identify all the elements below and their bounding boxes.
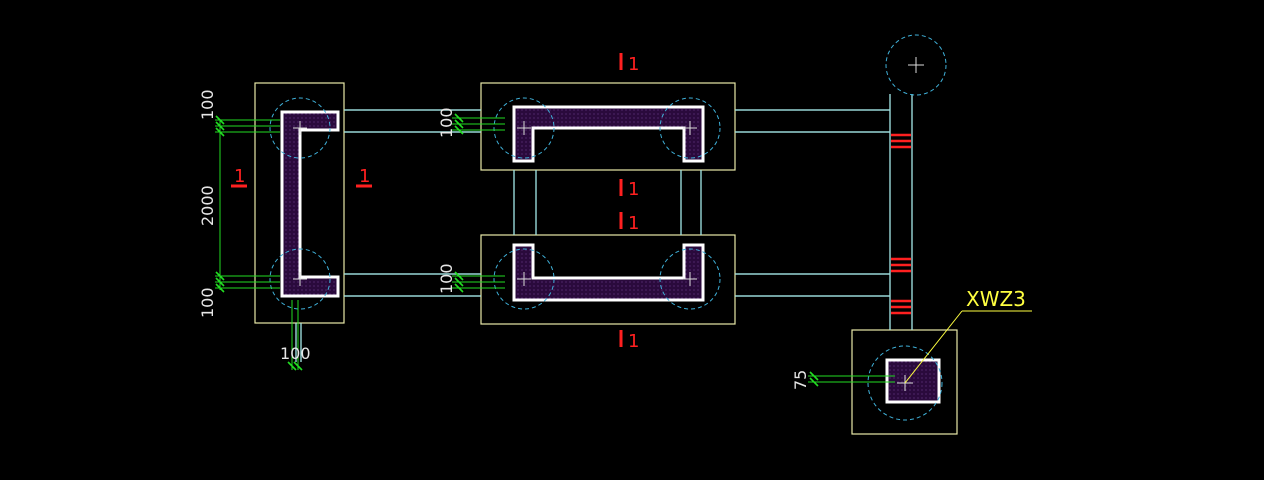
dim-left-top: 100 bbox=[198, 89, 217, 120]
pile-lower-right bbox=[659, 248, 721, 310]
column-tag-leader bbox=[904, 310, 1032, 384]
wall-lower-channel bbox=[512, 243, 705, 302]
dim-mid-top: 100 bbox=[437, 107, 456, 138]
section-mark-left-b: 1 bbox=[359, 166, 370, 187]
dim-column: 75 bbox=[791, 370, 810, 390]
pile-left-bottom bbox=[269, 248, 331, 310]
dim-mid-bottom: 100 bbox=[437, 263, 456, 294]
section-mark-bars bbox=[231, 53, 623, 347]
dim-bottom-width: 100 bbox=[280, 344, 311, 363]
section-mark-left-a: 1 bbox=[234, 166, 245, 187]
pile-upper-right bbox=[659, 97, 721, 159]
dim-left-span: 2000 bbox=[198, 185, 217, 226]
section-mark-lower-top: 1 bbox=[628, 213, 639, 234]
section-mark-upper-top: 1 bbox=[628, 54, 639, 75]
column-xwz3 bbox=[885, 358, 941, 404]
pile-left-top bbox=[269, 97, 331, 159]
column-tag: XWZ3 bbox=[966, 287, 1026, 311]
dimension-lines bbox=[215, 113, 895, 387]
pile-top-right bbox=[885, 34, 947, 96]
pile-lower-left bbox=[493, 248, 555, 310]
section-mark-upper-bottom: 1 bbox=[628, 179, 639, 200]
foundation-outlines bbox=[254, 82, 958, 435]
pile-column bbox=[867, 345, 943, 421]
section-mark-lower-bottom: 1 bbox=[628, 331, 639, 352]
pile-upper-left bbox=[493, 97, 555, 159]
pile-circles bbox=[269, 34, 947, 421]
tie-marks bbox=[891, 133, 911, 315]
dim-left-bottom: 100 bbox=[198, 287, 217, 318]
